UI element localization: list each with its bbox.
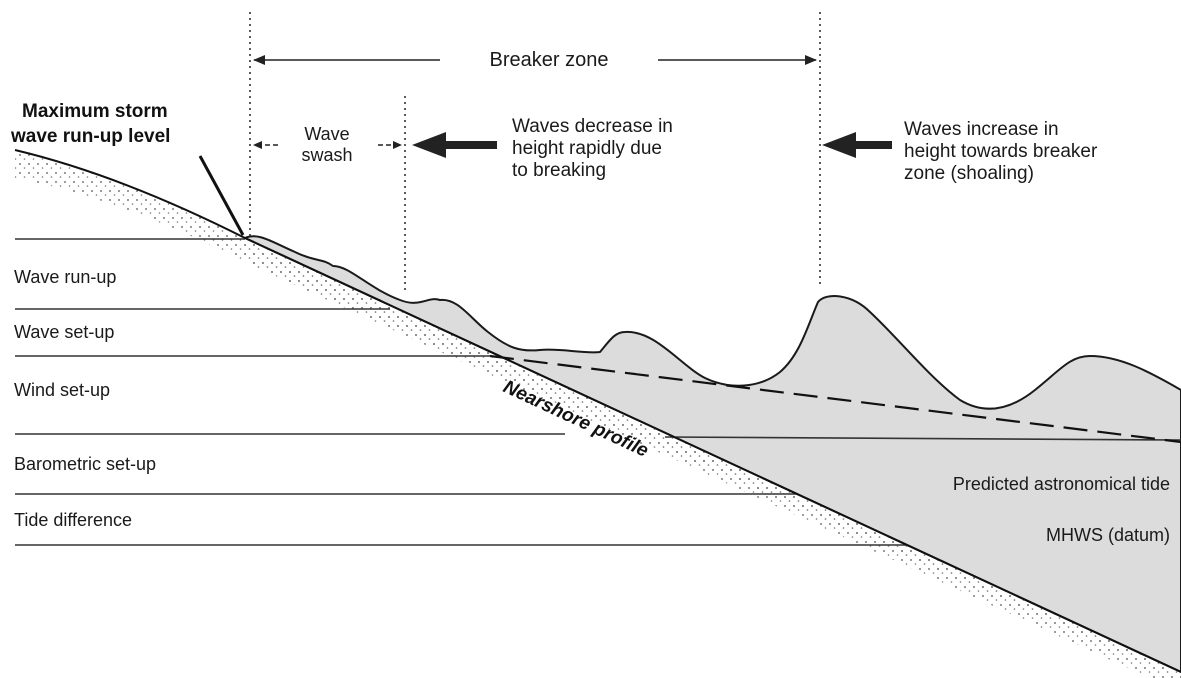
wind-setup-label: Wind set-up bbox=[14, 380, 110, 400]
decrease-label-line2: height rapidly due bbox=[512, 138, 662, 159]
wave-setup-label: Wave set-up bbox=[14, 322, 114, 342]
shoreline-sand-overlay bbox=[245, 238, 1181, 678]
barometric-setup-label: Barometric set-up bbox=[14, 454, 156, 474]
nearshore-profile-line bbox=[14, 149, 1181, 673]
decrease-label-line3: to breaking bbox=[512, 160, 606, 181]
max-runup-pointer bbox=[198, 155, 245, 236]
increase-label-line3: zone (shoaling) bbox=[904, 163, 1034, 184]
swash-label-line2: swash bbox=[301, 145, 352, 165]
decrease-label-line1: Waves decrease in bbox=[512, 116, 673, 137]
mhws-label: MHWS (datum) bbox=[1046, 525, 1170, 545]
increase-label-line1: Waves increase in bbox=[904, 119, 1059, 140]
decrease-arrow bbox=[412, 132, 497, 158]
predicted-tide-label: Predicted astronomical tide bbox=[953, 474, 1170, 494]
breaker-zone-label: Breaker zone bbox=[490, 49, 609, 71]
barometric-level-in-water bbox=[664, 436, 1181, 441]
tide-difference-label: Tide difference bbox=[14, 510, 132, 530]
max-runup-label-line1: Maximum storm bbox=[22, 101, 168, 122]
increase-arrow bbox=[822, 132, 892, 158]
max-runup-label-line2: wave run-up level bbox=[10, 126, 170, 147]
increase-label-line2: height towards breaker bbox=[904, 141, 1098, 162]
mean-level-dashed bbox=[489, 354, 1181, 444]
swash-label-line1: Wave bbox=[304, 124, 349, 144]
wave-runup-label: Wave run-up bbox=[14, 267, 116, 287]
